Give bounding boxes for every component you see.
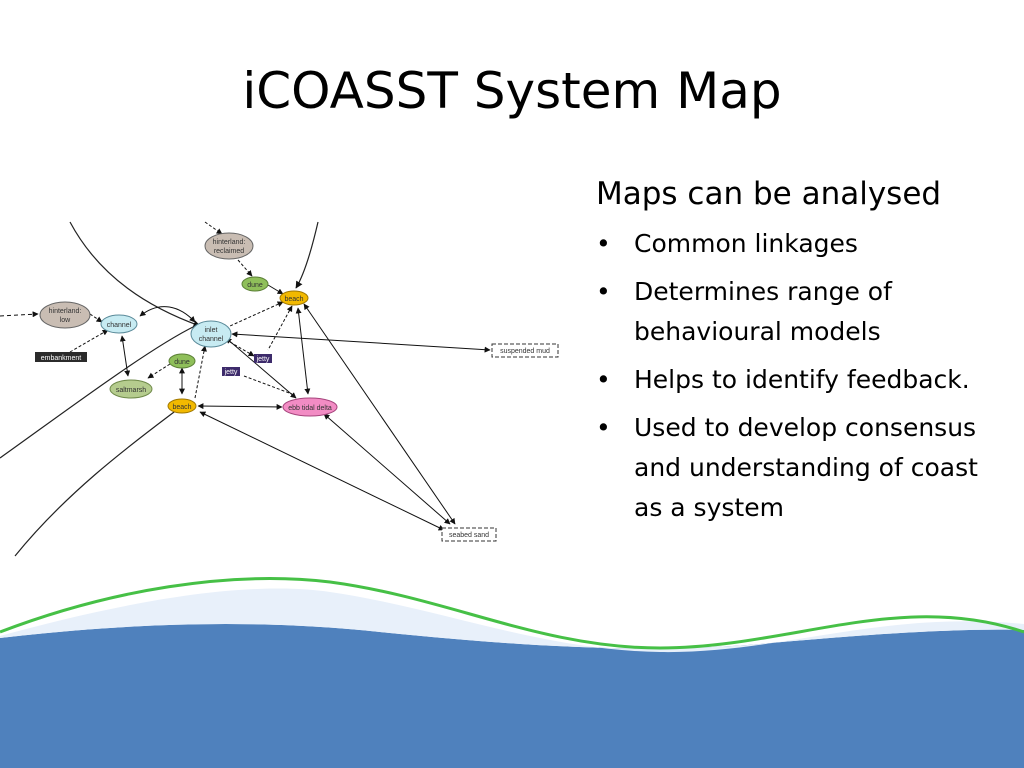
node-dune-mid: dune	[168, 353, 196, 369]
node-hinterland-low: hinterland: low	[39, 301, 91, 329]
node-label: ebb tidal delta	[288, 405, 332, 412]
edge-hinterland-reclaimed-dune	[237, 259, 253, 277]
node-label: seabed sand	[449, 532, 489, 539]
sea-band	[0, 624, 1024, 768]
node-label: channel	[199, 336, 224, 343]
node-label: channel	[107, 322, 132, 329]
bullet-item: Common linkages	[596, 224, 996, 264]
node-jetty-mid: jetty	[222, 367, 240, 376]
node-embankment: embankment	[35, 352, 87, 362]
boundary-curve-bottom	[14, 405, 183, 557]
node-label: dune	[174, 359, 190, 366]
node-hinterland-reclaimed: hinterland: reclaimed	[204, 232, 254, 260]
sea-highlight	[0, 588, 1024, 653]
node-beach-mid: beach	[167, 398, 197, 414]
edge-jetty-mid-delta	[243, 375, 293, 395]
edge-dune-saltmarsh	[147, 363, 171, 379]
node-beach-top: beach	[279, 290, 309, 306]
node-seabed-sand: seabed sand	[441, 527, 497, 542]
node-saltmarsh: saltmarsh	[109, 379, 153, 399]
text-panel-heading: Maps can be analysed	[596, 176, 942, 212]
edge-top-hinterland	[204, 221, 223, 235]
node-label: jetty	[224, 369, 238, 376]
edge-channel-saltmarsh	[119, 335, 131, 377]
node-label: inlet	[205, 327, 218, 334]
edge-delta-seabed	[323, 413, 451, 525]
edge-channel-inlet	[139, 306, 196, 323]
edge-inlet-jetty-mid	[194, 345, 207, 399]
boundary-curve-right	[295, 221, 319, 289]
node-suspended-mud: suspended mud	[491, 343, 559, 358]
edge-beach-top-delta	[295, 307, 311, 395]
node-inlet-channel: inlet channel	[190, 320, 232, 348]
node-label: dune	[247, 282, 263, 289]
edge-inlet-suspended-mud	[231, 331, 491, 353]
text-panel: Maps can be analysed Common linkages Det…	[596, 176, 996, 536]
node-label: embankment	[41, 355, 82, 362]
slide-title: iCOASST System Map	[242, 62, 782, 120]
node-label: beach	[172, 404, 191, 411]
edge-beach-top-jetty	[267, 305, 293, 351]
diagram-edges	[0, 221, 491, 531]
bullet-item: Helps to identify feedback.	[596, 360, 996, 400]
node-channel: channel	[100, 314, 138, 334]
edge-beach-mid-delta	[197, 403, 283, 410]
edge-hinterland-low-left	[0, 311, 39, 318]
node-jetty-top: jetty	[254, 354, 272, 363]
bullet-list: Common linkages Determines range of beha…	[596, 224, 996, 528]
coast-wave-decoration	[0, 577, 1024, 768]
edge-hinterland-low-channel	[89, 313, 103, 323]
node-label: hinterland:	[49, 308, 82, 315]
boundary-curve-left	[0, 325, 196, 459]
edge-beach-mid-seabed	[199, 411, 445, 531]
node-label: beach	[284, 296, 303, 303]
node-label: hinterland:	[213, 239, 246, 246]
bullet-item: Used to develop consensus and understand…	[596, 408, 996, 528]
edge-embankment-channel	[69, 329, 109, 353]
node-label: low	[60, 317, 71, 324]
node-label: jetty	[256, 356, 270, 363]
edge-dune-beach-top	[267, 284, 284, 295]
shoreline-line	[0, 577, 1024, 650]
node-label: suspended mud	[500, 348, 550, 355]
edge-beach-top-inlet	[229, 301, 284, 327]
bullet-item: Determines range of behavioural models	[596, 272, 996, 352]
node-ebb-tidal-delta: ebb tidal delta	[282, 397, 338, 417]
node-label: reclaimed	[214, 248, 244, 255]
node-dune-top: dune	[241, 276, 269, 292]
system-map-diagram: hinterland: reclaimed hinterland: low em…	[0, 221, 559, 557]
node-label: saltmarsh	[116, 387, 146, 394]
